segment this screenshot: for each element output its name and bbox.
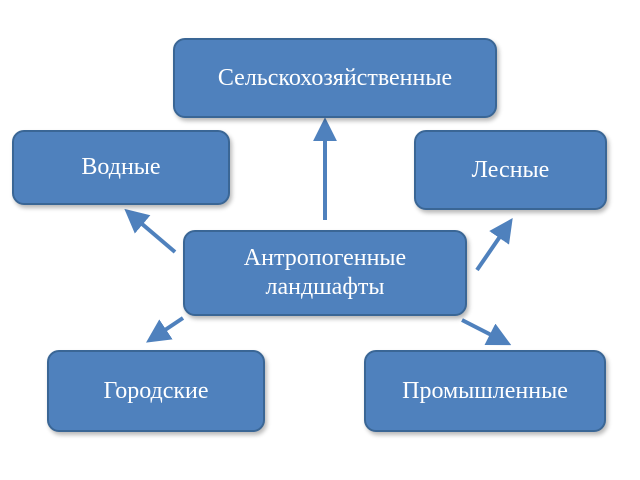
node-center: Антропогенные ландшафты	[183, 230, 467, 316]
node-center-label: Антропогенные ландшафты	[243, 245, 407, 300]
node-agricultural-label: Сельскохозяйственные	[217, 64, 453, 91]
node-industrial-label: Промышленные	[402, 377, 568, 404]
arrow-to-industrial	[461, 318, 512, 346]
node-urban: Городские	[47, 350, 265, 432]
node-forest: Лесные	[414, 130, 607, 210]
arrow-to-water	[124, 208, 177, 254]
node-water: Водные	[12, 130, 230, 205]
arrow-to-forest	[475, 218, 513, 272]
node-forest-label: Лесные	[471, 156, 550, 183]
node-urban-label: Городские	[103, 377, 209, 404]
node-industrial: Промышленные	[364, 350, 606, 432]
arrow-to-urban	[146, 316, 185, 343]
node-agricultural: Сельскохозяйственные	[173, 38, 497, 118]
node-water-label: Водные	[81, 154, 161, 181]
